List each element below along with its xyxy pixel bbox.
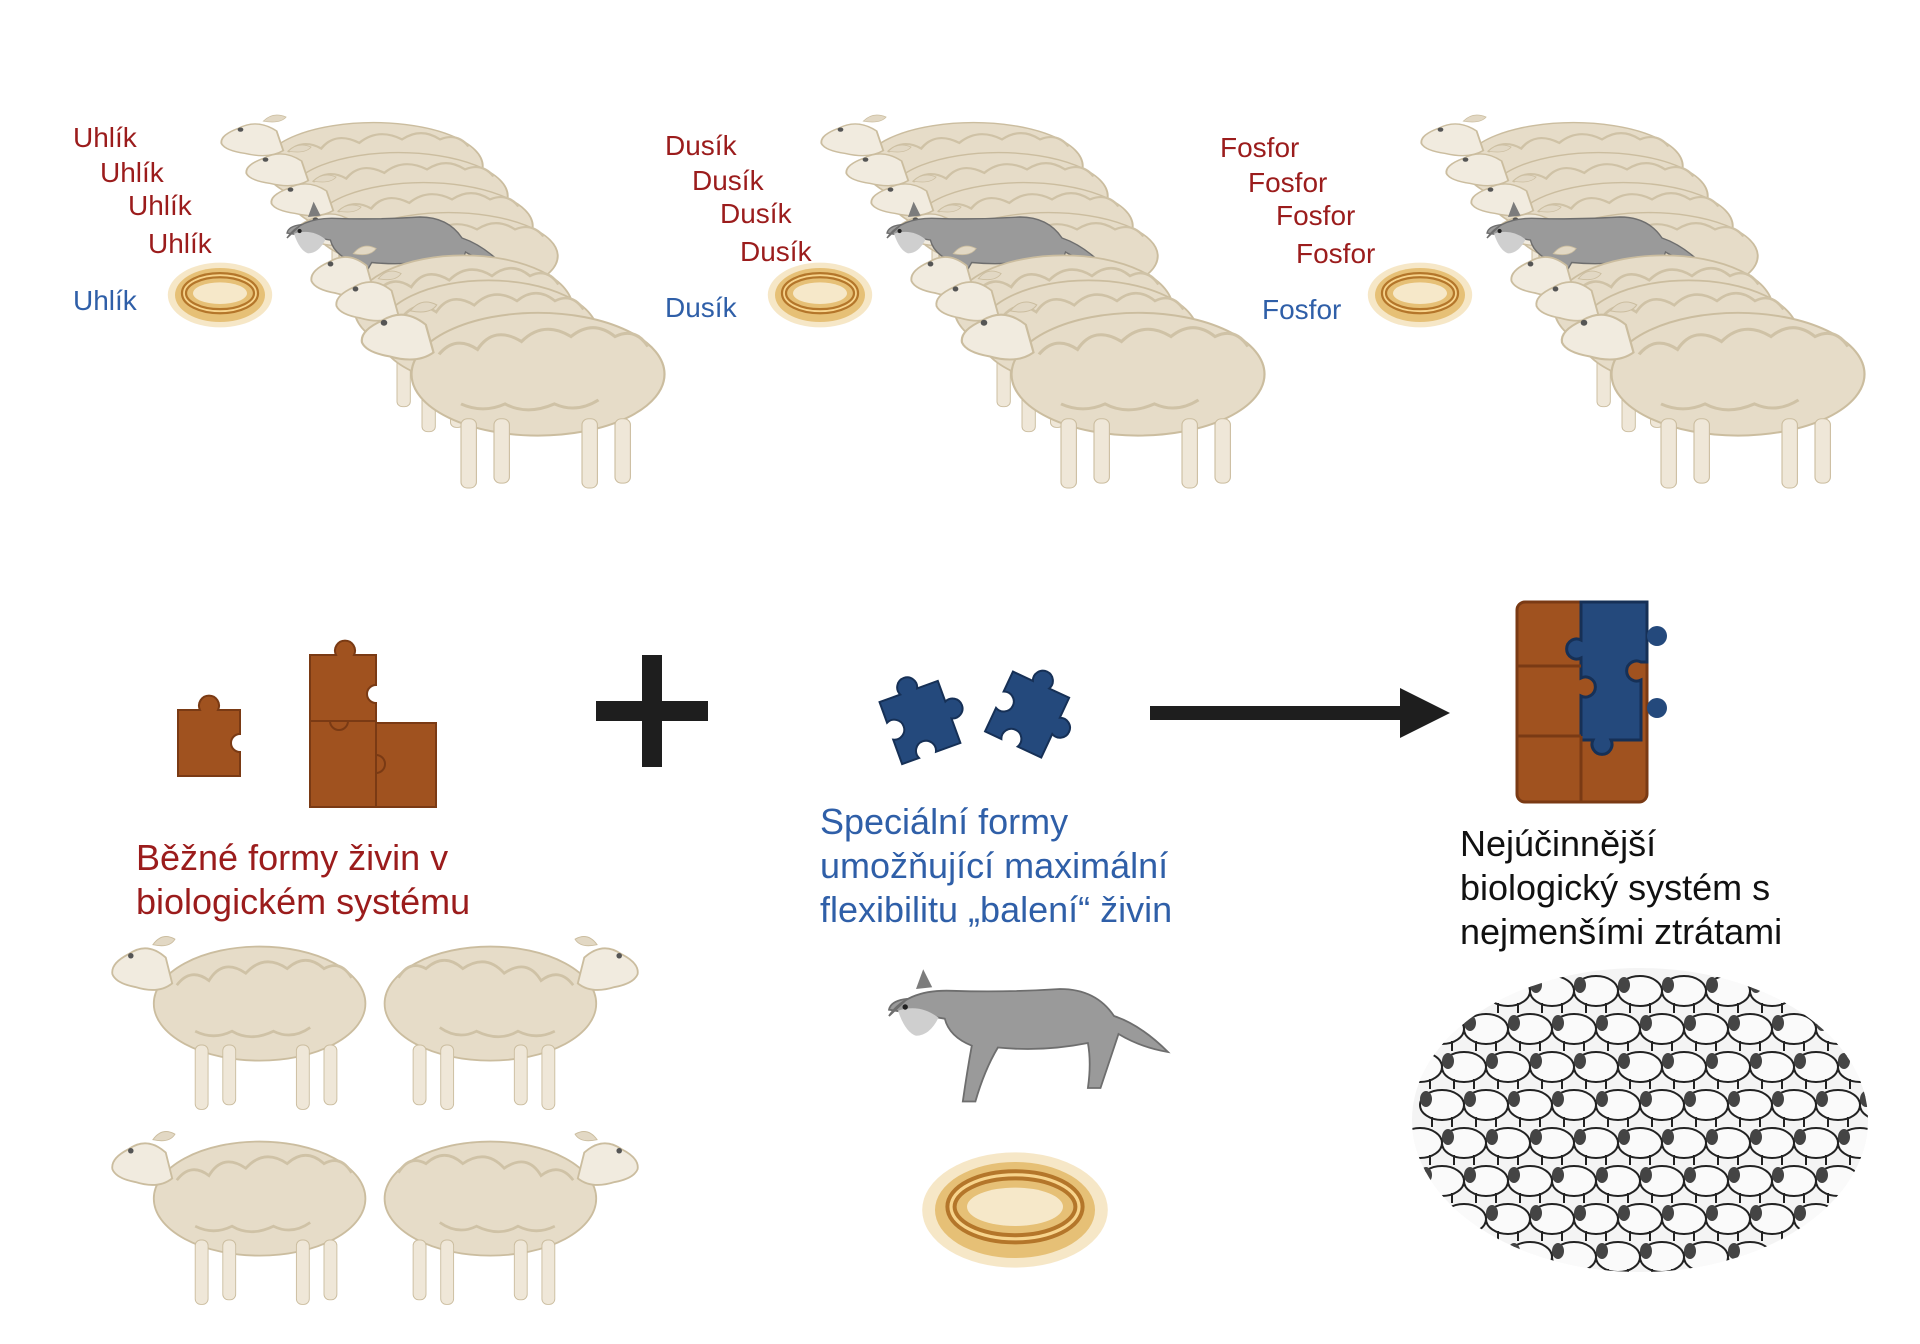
arrow-right-icon bbox=[1150, 688, 1450, 738]
special-label: Dusík bbox=[665, 292, 737, 323]
flock-sheep bbox=[1815, 1241, 1861, 1272]
flock-sheep bbox=[1412, 1127, 1443, 1159]
caption-special: Speciální formy umožňující maximální fle… bbox=[820, 801, 1173, 930]
plus-icon bbox=[596, 655, 708, 767]
flock-sheep bbox=[1859, 1013, 1868, 1045]
common-label: Fosfor bbox=[1276, 200, 1356, 231]
common-label: Dusík bbox=[692, 165, 764, 196]
flock-sheep bbox=[1441, 1203, 1487, 1235]
flock-sheep bbox=[1837, 1203, 1868, 1235]
flock-sheep bbox=[1441, 975, 1487, 1007]
common-label: Uhlík bbox=[128, 190, 192, 221]
separate-sheep bbox=[110, 935, 640, 1306]
common-label: Dusík bbox=[740, 236, 812, 267]
flock-sheep bbox=[1859, 1089, 1868, 1121]
common-label: Fosfor bbox=[1296, 238, 1376, 269]
common-puzzle-pieces bbox=[177, 639, 437, 808]
flock-sheep bbox=[1463, 1241, 1509, 1272]
common-label: Fosfor bbox=[1220, 132, 1300, 163]
herd-3 bbox=[1370, 113, 1867, 490]
flock-sheep bbox=[1419, 1241, 1465, 1272]
flock-sheep bbox=[1419, 1013, 1465, 1045]
common-label: Dusík bbox=[720, 198, 792, 229]
wolf-and-ring bbox=[888, 968, 1169, 1260]
flock-sheep bbox=[1771, 1241, 1817, 1272]
common-label: Uhlík bbox=[73, 122, 137, 153]
flock-sheep bbox=[1412, 1203, 1443, 1235]
common-label: Fosfor bbox=[1248, 167, 1328, 198]
flock-sheep bbox=[1485, 975, 1531, 1007]
herd-2 bbox=[770, 113, 1267, 490]
special-label: Fosfor bbox=[1262, 294, 1342, 325]
flock-sheep bbox=[1412, 975, 1443, 1007]
flock-sheep bbox=[1412, 1051, 1443, 1083]
flock-sheep bbox=[1859, 1165, 1868, 1197]
special-label: Uhlík bbox=[73, 285, 137, 316]
special-puzzle-pieces bbox=[878, 669, 1071, 766]
common-label: Dusík bbox=[665, 130, 737, 161]
combined-puzzle bbox=[1515, 600, 1667, 804]
flock-illustration bbox=[1412, 968, 1868, 1272]
common-label: Uhlík bbox=[148, 228, 212, 259]
herd-1 bbox=[170, 113, 667, 490]
flock-sheep bbox=[1859, 1241, 1868, 1272]
flock-sheep bbox=[1837, 975, 1868, 1007]
caption-result: Nejúčinnější biologický systém s nejmenš… bbox=[1460, 823, 1783, 952]
caption-common: Běžné formy živin v biologickém systému bbox=[136, 837, 471, 922]
common-label: Uhlík bbox=[100, 157, 164, 188]
flock-sheep bbox=[1793, 975, 1839, 1007]
